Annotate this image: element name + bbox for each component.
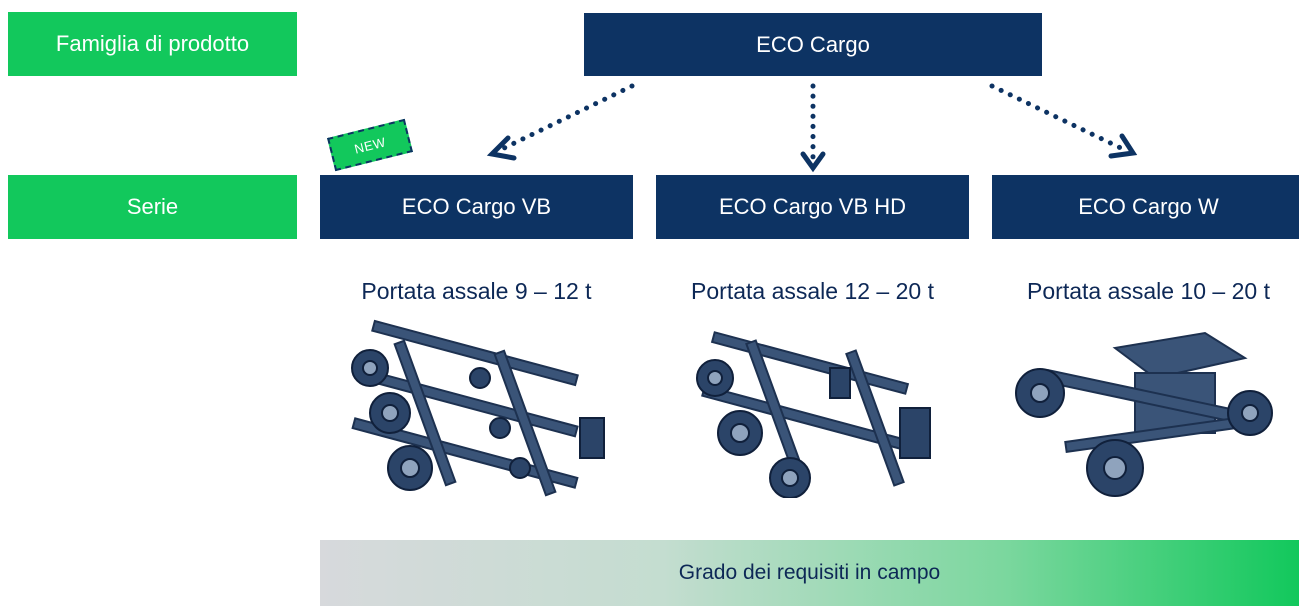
axle-assembly-vbhd-image <box>696 331 931 498</box>
requirements-gradient-bar: Grado dei requisiti in campo <box>320 540 1299 606</box>
arrowhead-vb <box>486 135 517 161</box>
arrow-to-vb <box>497 83 635 153</box>
series-label-text: Serie <box>126 194 179 219</box>
root-node: ECO Cargo <box>584 13 1042 76</box>
series-node-vbhd-text: ECO Cargo VB HD <box>718 194 907 219</box>
axle-assembly-w-image <box>1015 331 1273 497</box>
series-node-vbhd: ECO Cargo VB HD <box>656 175 969 239</box>
arrowhead-vbhd <box>800 151 826 173</box>
capacity-caption-vb: Portata assale 9 – 12 t <box>361 278 592 304</box>
requirements-gradient-label: Grado dei requisiti in campo <box>678 561 941 584</box>
capacity-caption-w: Portata assale 10 – 20 t <box>1027 278 1270 304</box>
family-label-text: Famiglia di prodotto <box>55 31 250 56</box>
arrow-to-w <box>989 83 1128 153</box>
root-node-text: ECO Cargo <box>756 31 870 57</box>
new-badge-text: NEW <box>352 133 388 157</box>
arrowhead-w <box>1108 133 1138 159</box>
new-badge: NEW <box>327 118 413 172</box>
family-label: Famiglia di prodotto <box>8 12 297 76</box>
series-node-w-text: ECO Cargo W <box>1078 194 1219 219</box>
axle-assembly-vb-image <box>351 319 605 497</box>
series-node-vb-text: ECO Cargo VB <box>401 194 552 219</box>
series-label: Serie <box>8 175 297 239</box>
series-node-w: ECO Cargo W <box>992 175 1299 239</box>
capacity-caption-vbhd: Portata assale 12 – 20 t <box>691 278 934 304</box>
series-node-vb: ECO Cargo VB <box>320 175 633 239</box>
